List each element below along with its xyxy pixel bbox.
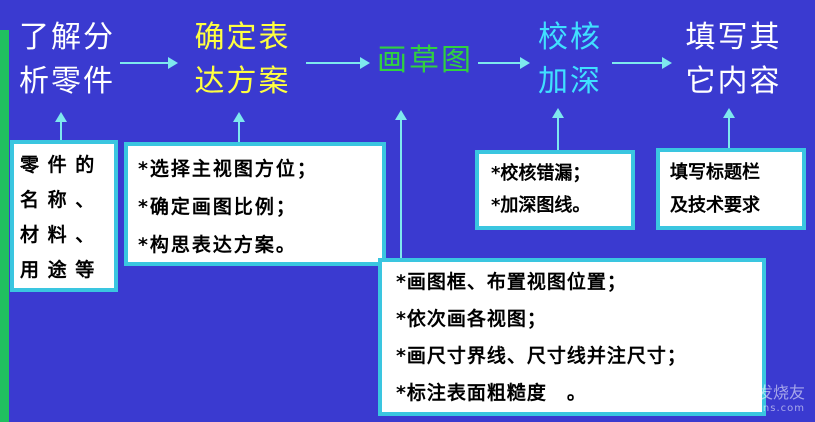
box-plan-details: *选择主视图方位； *确定画图比例； *构思表达方案。 [124, 142, 386, 266]
box-line: 零 件 的 [20, 154, 96, 176]
step-understand-part: 了解分 析零件 [12, 16, 122, 104]
arrow-up [233, 112, 245, 144]
step-determine-plan: 确定表 达方案 [185, 16, 300, 104]
box-line: 用 途 等 [20, 259, 96, 281]
box-line: *画尺寸界线、尺寸线并注尺寸； [396, 345, 687, 367]
step-sketch: 画草图 [370, 39, 480, 83]
box-line: *标注表面粗糙度 。 [396, 382, 587, 404]
box-line: *加深图线。 [491, 195, 591, 216]
box-line: 名 称 、 [20, 189, 96, 211]
step-line: 析零件 [19, 64, 115, 99]
box-part-info: 零 件 的 名 称 、 材 料 、 用 途 等 [10, 140, 118, 292]
arrow-up [723, 108, 735, 150]
watermark-text: 电子发烧友 [724, 383, 805, 402]
box-line: *确定画图比例； [138, 196, 297, 218]
arrow-up [552, 108, 564, 152]
box-line: 及技术要求 [670, 195, 760, 216]
step-line: 确定表 [194, 20, 291, 55]
arrow-right [120, 57, 178, 69]
step-check-deepen: 校核 加深 [530, 16, 610, 104]
box-line: *构思表达方案。 [138, 234, 297, 256]
arrow-right [478, 57, 530, 69]
step-line: 它内容 [685, 64, 782, 99]
step-line: 校核 [538, 20, 602, 55]
step-line: 填写其 [685, 20, 782, 55]
box-fill-details: 填写标题栏 及技术要求 [656, 148, 806, 230]
watermark-url: www.elecfans.com [695, 403, 805, 414]
box-line: *选择主视图方位； [138, 158, 318, 180]
box-sketch-details: *画图框、布置视图位置； *依次画各视图； *画尺寸界线、尺寸线并注尺寸； *标… [378, 258, 766, 416]
step-line: 加深 [538, 64, 602, 99]
arrow-right [612, 57, 672, 69]
step-fill-other: 填写其 它内容 [676, 16, 791, 104]
arrow-up [395, 110, 407, 260]
box-line: 材 料 、 [20, 224, 96, 246]
box-check-details: *校核错漏； *加深图线。 [475, 150, 635, 230]
left-decorative-strip [0, 30, 9, 422]
box-line: *依次画各视图； [396, 308, 547, 330]
arrow-up [55, 112, 67, 142]
step-line: 画草图 [377, 43, 473, 78]
box-line: *画图框、布置视图位置； [396, 271, 627, 293]
step-line: 了解分 [19, 20, 115, 55]
box-line: *校核错漏； [491, 163, 591, 184]
watermark-logo: 电子发烧友 www.elecfans.com [696, 379, 805, 414]
arrow-right [306, 57, 370, 69]
box-line: 填写标题栏 [670, 162, 760, 183]
step-line: 达方案 [194, 64, 291, 99]
